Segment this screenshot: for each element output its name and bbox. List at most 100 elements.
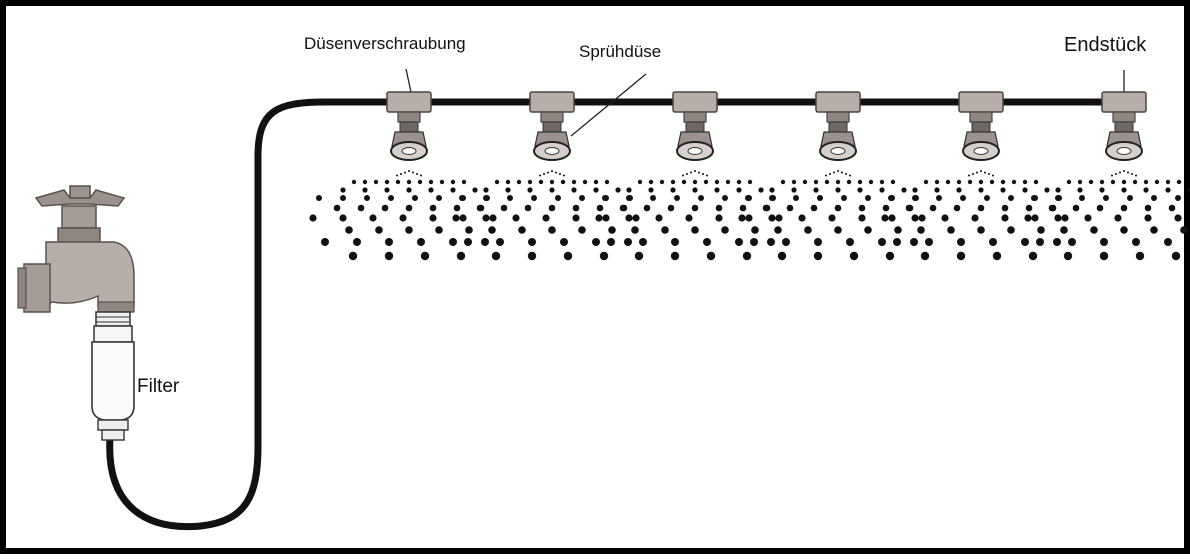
spray-droplet [643,204,651,212]
spray-droplet [593,187,599,193]
spray-droplet [739,204,747,212]
spray-droplet [373,179,379,185]
spray-droplet [406,179,412,185]
spray-droplet [1077,187,1083,193]
spray-droplet [615,187,621,193]
spray-droplet [685,214,693,222]
spray-droplet [1132,238,1140,246]
spray-droplet [1011,179,1017,185]
spray-droplet [637,179,643,185]
spray-droplet [384,179,390,185]
spray-droplet [1079,195,1085,201]
spray-droplet [1001,204,1009,212]
spray-droplet [1000,179,1006,185]
nozzle-orifice [1116,147,1132,155]
spray-droplet [452,214,460,222]
spray-droplet [632,214,640,222]
spray-droplet [835,179,841,185]
spray-droplet [1099,251,1109,261]
spray-droplet [1090,226,1098,234]
spray-droplet [316,195,322,201]
spray-droplet [596,204,604,212]
spray-droplet [1174,214,1182,222]
spray-droplet [775,214,783,222]
spray-droplet [881,214,889,222]
mist-dot [1119,171,1121,174]
nozzle-fitting [815,91,861,113]
fitting-nut [1112,111,1136,123]
spray-droplet [956,179,962,185]
spray-droplet [340,195,346,201]
mist-dot [825,174,827,177]
spray-droplet [777,251,787,261]
spray-droplet [857,187,863,193]
spray-droplet [736,179,742,185]
spray-droplet [1053,238,1061,246]
label-nozzle-fitting: Düsenverschraubung [304,34,466,53]
spray-droplet [491,251,501,261]
spray-droplet [888,195,894,201]
spray-droplet [786,204,794,212]
spray-droplet [782,238,790,246]
mist-dot [845,173,847,175]
spray-droplet [834,226,842,234]
mist-dot [706,174,708,177]
spray-droplet [1165,179,1171,185]
spray-droplet [762,204,770,212]
spray-droplet [483,187,489,193]
spray-droplet [582,179,588,185]
spray-droplet [715,204,723,212]
spray-droplet [977,204,985,212]
spray-droplet [1037,226,1045,234]
spray-droplet [563,251,573,261]
spray-droplet [428,179,434,185]
spray-droplet [835,187,841,193]
spray-droplet [1187,187,1190,193]
spray-droplet [528,238,536,246]
spray-droplet [1060,226,1068,234]
spray-pattern [595,170,783,261]
nozzle-neck [399,121,419,133]
spray-droplet [449,238,457,246]
spray-droplet [456,251,466,261]
spray-droplet [381,204,389,212]
spray-droplet [351,179,357,185]
spray-droplet [1150,226,1158,234]
spray-droplet [659,179,665,185]
label-spray-nozzle: Sprühdüse [579,42,662,61]
spray-droplet [512,214,520,222]
spray-droplet [735,238,743,246]
spray-droplet [548,226,556,234]
spray-droplet [1024,214,1032,222]
nozzle-assembly [738,91,926,261]
spray-droplet [692,187,698,193]
spray-droplet [333,204,341,212]
spray-droplet [481,238,489,246]
spray-droplet [505,187,511,193]
spray-droplet [920,251,930,261]
spray-droplet [524,204,532,212]
spray-droplet [1143,187,1149,193]
spray-droplet [548,204,556,212]
mist-dot [539,174,541,177]
spray-droplet [571,187,577,193]
spray-droplet [1151,195,1157,201]
spray-droplet [542,214,550,222]
spray-droplet [1072,204,1080,212]
spray-droplet [516,179,522,185]
spray-droplet [505,179,511,185]
nozzle-fitting [1101,91,1147,113]
spray-droplet [465,226,473,234]
spray-droplet [1120,204,1128,212]
spray-droplet [674,195,680,201]
spray-droplet [936,195,942,201]
spray-droplet [362,179,368,185]
spray-droplet [405,204,413,212]
spray-droplet [817,195,823,201]
spray-droplet [868,179,874,185]
spray-droplet [592,238,600,246]
spray-droplet [1066,179,1072,185]
spray-droplet [956,251,966,261]
spray-droplet [1088,179,1094,185]
spray-droplet [813,179,819,185]
